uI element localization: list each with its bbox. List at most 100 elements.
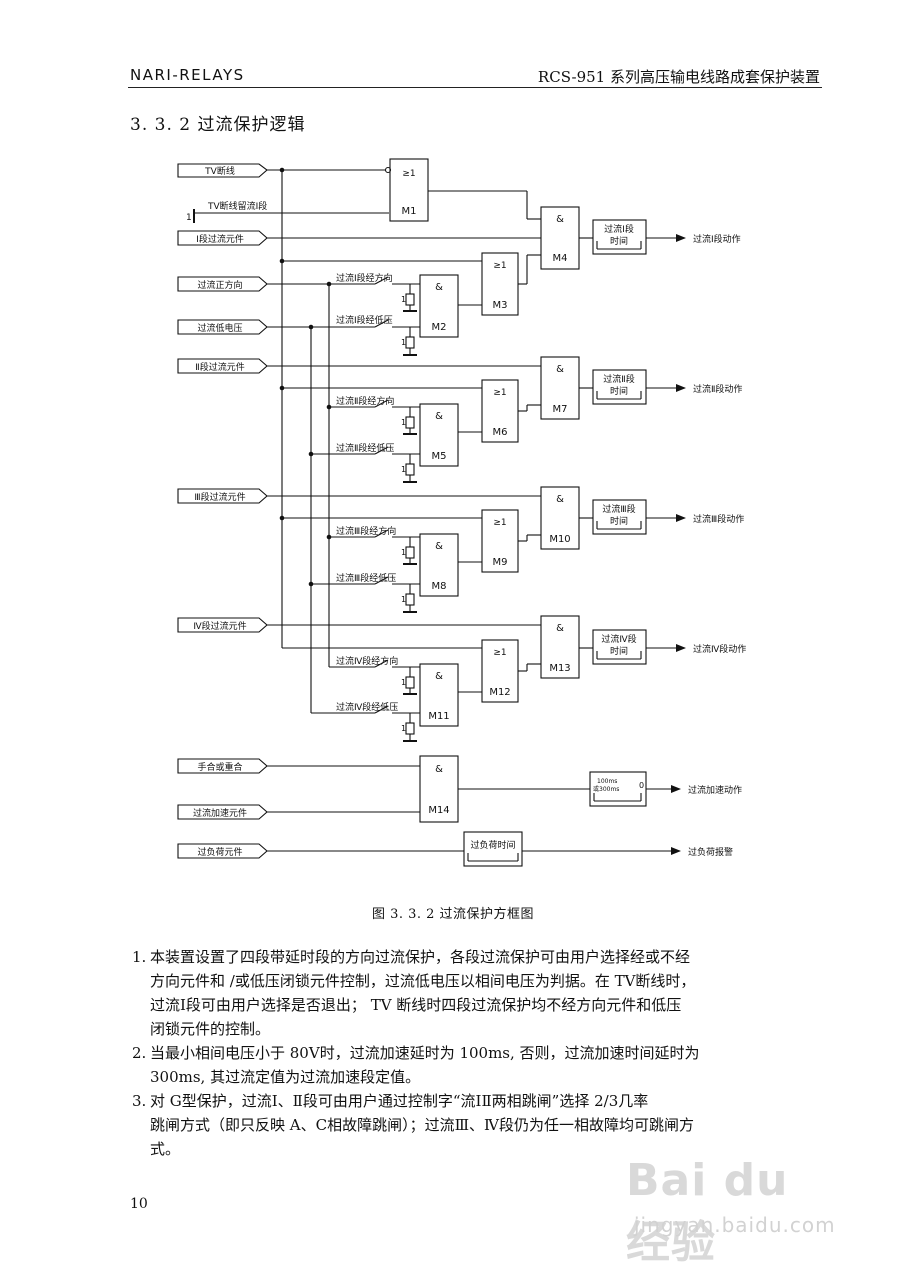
output-seg2: 过流Ⅱ段动作	[693, 383, 742, 395]
input-tag-low-voltage: 过流低电压	[177, 319, 268, 335]
m6-label: M6	[493, 427, 508, 438]
note-2-line-1: 当最小相间电压小于 80V时，过流加速延时为 100ms, 否则，过流加速时间延…	[150, 1044, 700, 1062]
watermark: Bai du 经验 jingyan.baidu.com	[626, 1155, 836, 1268]
gate-m2: & M2	[419, 274, 459, 338]
m1-symbol: ≥1	[402, 169, 415, 179]
m7-label: M7	[553, 404, 568, 415]
figure-caption: 图 3. 3. 2 过流保护方框图	[371, 907, 535, 922]
timer-seg1-time: 时间	[610, 235, 628, 247]
m5-label: M5	[432, 451, 447, 462]
note-2: 2. 当最小相间电压小于 80V时，过流加速延时为 100ms, 否则，过流加速…	[132, 1041, 830, 1089]
input-label-seg2: Ⅱ段过流元件	[195, 361, 244, 373]
input-label-overload: 过负荷元件	[197, 846, 242, 858]
const-one-s2-dir: 1	[401, 418, 406, 427]
note-3-number: 3.	[132, 1092, 147, 1110]
output-seg4: 过流Ⅳ段动作	[693, 643, 746, 655]
gate-m11: & M11	[419, 663, 459, 727]
gate-m4: & M4	[540, 206, 580, 270]
input-tag-overload: 过负荷元件	[177, 843, 268, 859]
m11-symbol: &	[435, 671, 443, 682]
timer-overload-label: 过负荷时间	[470, 839, 515, 851]
input-label-seg1: Ⅰ段过流元件	[196, 233, 244, 245]
timer-accel-100ms: 100ms	[597, 778, 617, 785]
input-tag-seg3: Ⅲ段过流元件	[177, 488, 268, 504]
gate-m7: & M7	[540, 356, 580, 420]
input-label-forward: 过流正方向	[197, 279, 242, 291]
timer-seg3-time: 时间	[610, 515, 628, 527]
gate-m10: & M10	[540, 486, 580, 550]
m13-symbol: &	[556, 623, 564, 634]
tv-keep-seg1-switch: 1 TV断线留流Ⅰ段	[186, 200, 389, 223]
const-one-s3-lv: 1	[401, 595, 406, 604]
const-one-s3-dir: 1	[401, 548, 406, 557]
note-1-line-2: 方向元件和 /或低压闭锁元件控制，过流低电压以相间电压为判据。在 TV断线时，	[150, 972, 696, 990]
timer-seg4-time: 时间	[610, 645, 628, 657]
m11-label: M11	[428, 711, 449, 722]
tv-keep-label: TV断线留流Ⅰ段	[207, 200, 267, 212]
input-label-low-voltage: 过流低电压	[197, 322, 242, 334]
input-tag-manual-reclose: 手合或重合	[177, 758, 268, 774]
m14-symbol: &	[435, 764, 443, 775]
watermark-logo: Bai du 经验	[626, 1155, 789, 1268]
gate-m1: ≥1 M1	[389, 158, 429, 222]
input-tag-forward: 过流正方向	[177, 276, 268, 292]
m14-label: M14	[428, 805, 449, 816]
m1-label: M1	[402, 206, 417, 217]
m10-symbol: &	[556, 494, 564, 505]
page-number: 10	[130, 1196, 148, 1212]
gate-m13: & M13	[540, 615, 580, 679]
switch-s2-dir: 过流Ⅱ段经方向	[336, 395, 394, 407]
note-1-number: 1.	[132, 948, 147, 966]
m4-label: M4	[553, 253, 568, 264]
m3-symbol: ≥1	[493, 261, 506, 271]
junction-dots	[279, 167, 332, 587]
gate-m5: & M5	[419, 403, 459, 467]
m10-label: M10	[549, 534, 570, 545]
header-rule	[128, 87, 822, 88]
input-tag-seg2: Ⅱ段过流元件	[177, 358, 268, 374]
switch-s4-dir: 过流Ⅳ段经方向	[336, 655, 398, 667]
gate-m3: ≥1 M3	[481, 252, 519, 316]
switch-s2-lv: 过流Ⅱ段经低压	[336, 442, 394, 454]
m9-label: M9	[493, 557, 508, 568]
m8-label: M8	[432, 581, 447, 592]
timer-seg2-time: 时间	[610, 385, 628, 397]
m2-label: M2	[432, 322, 447, 333]
timer-seg4: 过流Ⅳ段 时间	[592, 629, 647, 665]
switch-s4-lv: 过流Ⅳ段经低压	[336, 701, 398, 713]
m13-label: M13	[549, 663, 570, 674]
gate-m6: ≥1 M6	[481, 379, 519, 443]
const-one-s4-lv: 1	[401, 724, 406, 733]
input-tag-tv-break: TV断线	[177, 163, 268, 178]
timer-seg1-label: 过流Ⅰ段	[604, 223, 634, 235]
input-label-manual-reclose: 手合或重合	[197, 761, 242, 773]
note-1-line-4: 闭锁元件的控制。	[150, 1020, 271, 1038]
const-one-s4-dir: 1	[401, 678, 406, 687]
input-label-seg4: Ⅳ段过流元件	[193, 620, 246, 632]
switch-s3-lv: 过流Ⅲ段经低压	[336, 572, 396, 584]
section-title: 3. 3. 2 过流保护逻辑	[130, 115, 306, 135]
m4-symbol: &	[556, 214, 564, 225]
timer-accel-zero: 0	[639, 781, 644, 790]
timer-accel-300ms: 或300ms	[593, 785, 619, 793]
input-tag-accel: 过流加速元件	[177, 804, 268, 820]
note-2-line-2: 300ms, 其过流定值为过流加速段定值。	[150, 1068, 421, 1086]
m12-label: M12	[489, 687, 510, 698]
timer-accel: 100ms 或300ms 0	[589, 771, 647, 807]
header-company: NARI-RELAYS	[130, 66, 245, 84]
m12-symbol: ≥1	[493, 648, 506, 658]
overcurrent-logic-diagram: TV断线 Ⅰ段过流元件 过流正方向 过流低电压 Ⅱ段过流元件 Ⅲ段过流元件 Ⅳ段…	[177, 158, 746, 867]
const-one-s2-lv: 1	[401, 465, 406, 474]
input-tag-seg1: Ⅰ段过流元件	[177, 230, 268, 246]
timer-seg4-label: 过流Ⅳ段	[601, 633, 636, 645]
m2-symbol: &	[435, 282, 443, 293]
note-3: 3. 对 G型保护，过流Ⅰ、Ⅱ段可由用户通过控制字“流ⅠⅡ两相跳闸”选择 2/3…	[132, 1089, 830, 1161]
const-one-s1-lv: 1	[401, 338, 406, 347]
m7-symbol: &	[556, 364, 564, 375]
input-label-tv-break: TV断线	[204, 165, 235, 177]
gate-m14: & M14	[419, 755, 459, 823]
switch-s1-lv: 过流Ⅰ段经低压	[336, 314, 393, 326]
note-3-line-2: 跳闸方式（即只反映 A、C相故障跳闸）；过流Ⅲ、Ⅳ段仍为任一相故障均可跳闸方	[150, 1116, 695, 1134]
m9-symbol: ≥1	[493, 518, 506, 528]
note-3-line-3: 式。	[150, 1140, 181, 1158]
